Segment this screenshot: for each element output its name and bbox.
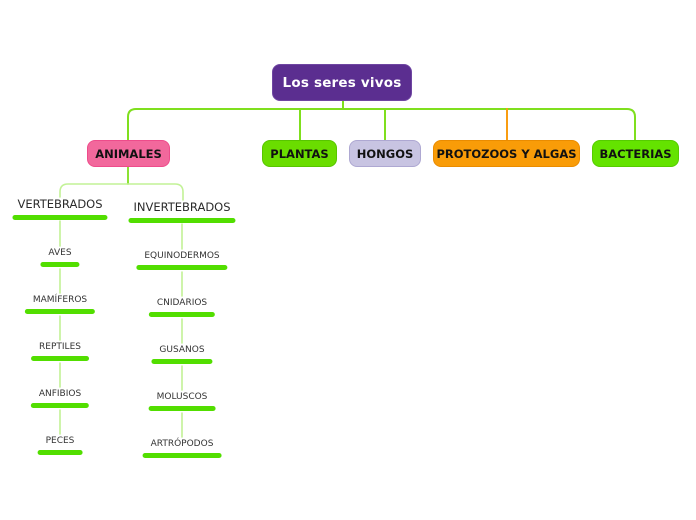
category-node-bacterias[interactable]: BACTERIAS: [592, 140, 679, 167]
node-underline: [37, 449, 83, 455]
branch-node-invertebrados[interactable]: INVERTEBRADOS: [128, 200, 236, 223]
leaf-node-cnidarios[interactable]: CNIDARIOS: [148, 298, 216, 317]
branch-label: INVERTEBRADOS: [133, 200, 231, 214]
leaf-label: MAMÍFEROS: [32, 295, 88, 305]
node-underline: [142, 452, 222, 458]
leaf-node-anfibios[interactable]: ANFIBIOS: [30, 389, 90, 408]
node-underline: [148, 311, 216, 317]
leaf-node-mamiferos[interactable]: MAMÍFEROS: [24, 295, 96, 314]
leaf-node-artropodos[interactable]: ARTRÓPODOS: [142, 439, 222, 458]
node-underline: [12, 214, 108, 220]
node-underline: [136, 264, 228, 270]
leaf-label: ANFIBIOS: [38, 389, 82, 399]
node-underline: [24, 308, 96, 314]
leaf-label: AVES: [48, 248, 72, 258]
category-node-plantas[interactable]: PLANTAS: [262, 140, 337, 167]
leaf-label: CNIDARIOS: [156, 298, 208, 308]
branch-node-vertebrados[interactable]: VERTEBRADOS: [12, 197, 108, 220]
leaf-label: REPTILES: [39, 342, 81, 352]
root-node[interactable]: Los seres vivos: [272, 64, 412, 101]
node-underline: [30, 402, 90, 408]
edge-main-rail: [127, 108, 636, 141]
leaf-label: GUSANOS: [159, 345, 205, 355]
category-node-hongos[interactable]: HONGOS: [349, 140, 421, 167]
node-underline: [40, 261, 80, 267]
leaf-label: EQUINODERMOS: [144, 251, 220, 261]
edge-animales-fork: [59, 183, 184, 201]
category-node-protozoos-y-algas[interactable]: PROTOZOOS Y ALGAS: [433, 140, 580, 167]
leaf-label: ARTRÓPODOS: [150, 439, 214, 449]
node-underline: [148, 405, 216, 411]
leaf-node-peces[interactable]: PECES: [37, 436, 83, 455]
node-underline: [128, 217, 236, 223]
leaf-node-equinodermos[interactable]: EQUINODERMOS: [136, 251, 228, 270]
leaf-node-moluscos[interactable]: MOLUSCOS: [148, 392, 216, 411]
leaf-node-reptiles[interactable]: REPTILES: [31, 342, 89, 361]
branch-label: VERTEBRADOS: [17, 197, 103, 211]
leaf-node-aves[interactable]: AVES: [40, 248, 80, 267]
node-underline: [31, 355, 89, 361]
category-node-animales[interactable]: ANIMALES: [87, 140, 170, 167]
node-underline: [151, 358, 213, 364]
leaf-node-gusanos[interactable]: GUSANOS: [151, 345, 213, 364]
leaf-label: MOLUSCOS: [156, 392, 208, 402]
leaf-label: PECES: [45, 436, 75, 446]
